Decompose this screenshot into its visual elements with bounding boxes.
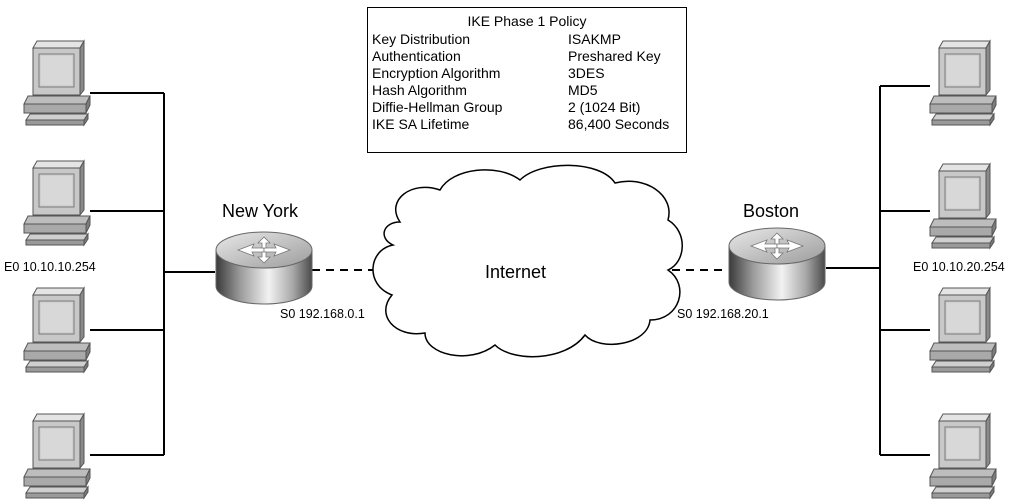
policy-row: Encryption Algorithm 3DES xyxy=(368,64,686,81)
policy-key: Key Distribution xyxy=(372,31,471,47)
policy-key: Diffie-Hellman Group xyxy=(372,99,503,115)
boston-pc-1-icon xyxy=(929,40,997,126)
policy-value: Preshared Key xyxy=(568,48,661,64)
boston-pc-3-icon xyxy=(929,287,997,373)
boston-label: Boston xyxy=(743,201,800,221)
boston-s0-label: S0 192.168.20.1 xyxy=(677,307,769,321)
internet-label: Internet xyxy=(485,262,547,282)
ny-pc-3-icon xyxy=(23,287,91,373)
policy-row: Diffie-Hellman Group 2 (1024 Bit) xyxy=(368,98,686,115)
boston-e0-label: E0 10.10.20.254 xyxy=(913,260,1005,274)
internet-cloud xyxy=(372,164,683,358)
policy-value: ISAKMP xyxy=(568,31,621,47)
policy-row: Key Distribution ISAKMP xyxy=(368,30,686,47)
ny-pc-1-icon xyxy=(23,40,91,126)
boston-pc-4-icon xyxy=(929,413,997,499)
new-york-lan-lines xyxy=(90,92,215,456)
new-york-s0-label: S0 192.168.0.1 xyxy=(280,307,365,321)
policy-value: 2 (1024 Bit) xyxy=(568,99,641,115)
policy-title: IKE Phase 1 Policy xyxy=(467,13,587,29)
new-york-label: New York xyxy=(222,201,299,221)
policy-value: 3DES xyxy=(568,65,605,81)
boston-lan-lines xyxy=(826,85,930,456)
new-york-router-icon xyxy=(215,231,313,305)
policy-key: Hash Algorithm xyxy=(372,82,467,98)
policy-key: IKE SA Lifetime xyxy=(372,116,470,132)
boston-router-icon xyxy=(728,227,826,301)
ny-pc-4-icon xyxy=(23,413,91,499)
policy-value: 86,400 Seconds xyxy=(568,116,670,132)
ike-policy-box: IKE Phase 1 Policy Key Distribution ISAK… xyxy=(367,7,687,153)
new-york-e0-label: E0 10.10.10.254 xyxy=(4,260,96,274)
policy-key: Authentication xyxy=(372,48,461,64)
policy-value: MD5 xyxy=(568,82,598,98)
policy-key: Encryption Algorithm xyxy=(372,65,501,81)
policy-row: Hash Algorithm MD5 xyxy=(368,81,686,98)
boston-pc-2-icon xyxy=(929,163,997,249)
policy-row: IKE SA Lifetime 86,400 Seconds xyxy=(368,115,686,132)
ny-pc-2-icon xyxy=(23,160,91,246)
policy-row: Authentication Preshared Key xyxy=(368,47,686,64)
